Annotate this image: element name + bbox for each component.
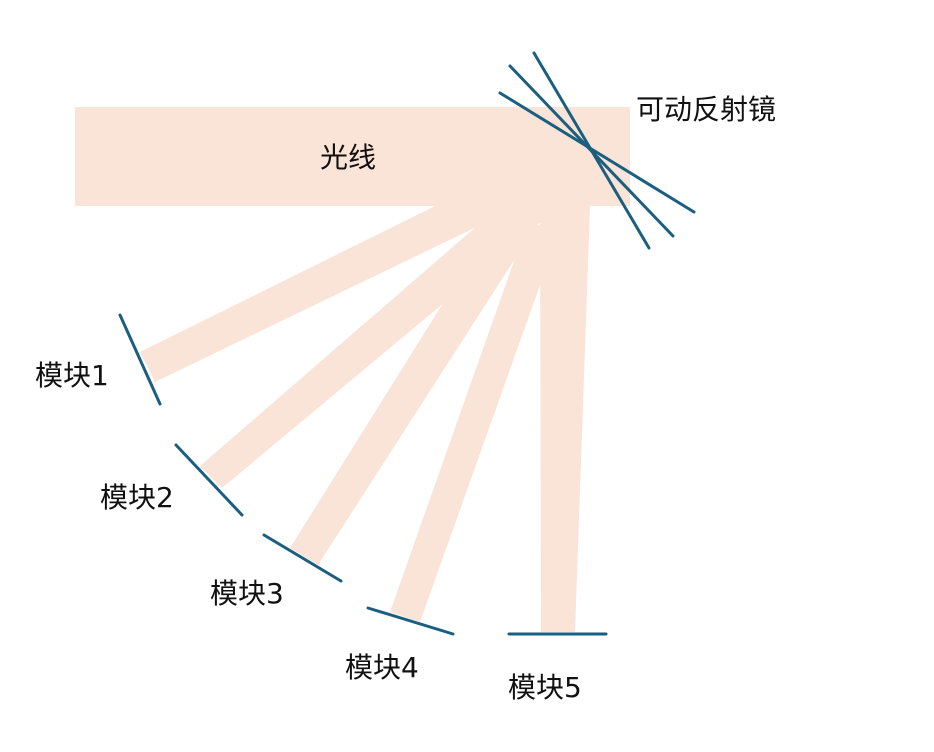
light-beams [75,107,630,632]
beam-to-module-5 [540,206,590,632]
beam-to-module-3 [290,220,540,565]
movable-mirror-position-1 [498,91,696,214]
module-4-surface [366,606,455,636]
module-4-label: 模块4 [345,651,419,684]
module-3-label: 模块3 [210,577,284,610]
module-1-surface [118,313,162,406]
module-2-surface [174,443,244,517]
beam-to-module-1 [140,206,520,382]
mirrors [118,51,696,636]
movable-mirror-label: 可动反射镜 [636,93,777,126]
module-2-label: 模块2 [100,481,174,514]
module-5-label: 模块5 [508,671,582,704]
incoming-light-beam [75,107,630,206]
beam-to-module-4 [390,215,565,622]
light-label: 光线 [320,141,377,174]
module-1-label: 模块1 [35,359,109,392]
module-3-surface [262,533,343,583]
movable-mirror-position-3 [532,51,651,250]
